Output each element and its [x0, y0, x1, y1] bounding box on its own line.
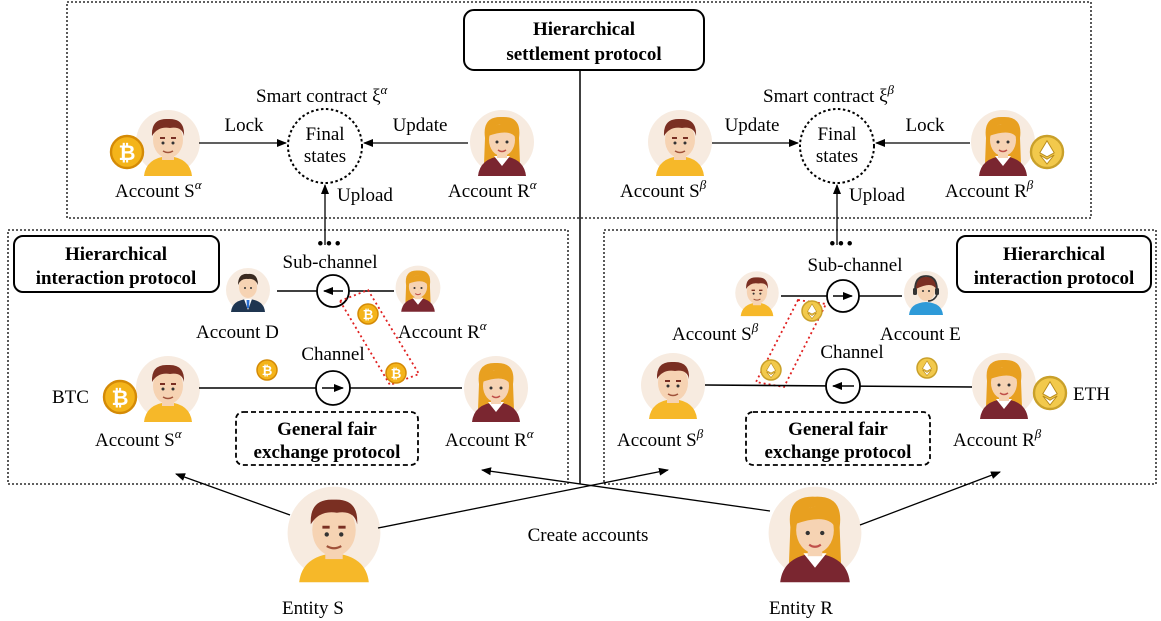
right-channel-label: Channel: [820, 342, 883, 363]
final-states-alpha-line1: Final: [305, 124, 344, 145]
account-r-beta-avatar: [971, 352, 1037, 420]
account-s-alpha-avatar: [135, 355, 201, 423]
entity-s-label: Entity S: [282, 598, 344, 619]
account-s-beta-sub-label: Account Sβ: [672, 320, 759, 345]
lock-label-alpha: Lock: [224, 115, 264, 136]
left-channel-label: Channel: [301, 344, 364, 365]
left-ellipsis: •••: [317, 234, 343, 255]
entity-s-avatar: [286, 485, 382, 584]
entity-r-avatar: [767, 485, 863, 584]
right-transfer-highlight: [754, 299, 828, 389]
left-transfer-highlight: [338, 288, 421, 387]
account-r-beta-top-avatar: [970, 109, 1036, 177]
account-s-alpha-label: Account Sα: [95, 426, 183, 451]
create-arrow-r-beta: [859, 471, 1001, 526]
right-interaction-protocol-box: [956, 235, 1152, 293]
account-s-beta-label: Account Sβ: [617, 426, 704, 451]
account-d-label: Account D: [196, 322, 279, 343]
account-s-alpha-top-avatar: [135, 109, 201, 177]
btc-icon: [256, 359, 278, 381]
account-r-alpha-avatar: [463, 355, 529, 423]
eth-icon: [1032, 375, 1068, 411]
right-subchannel-label: Sub-channel: [808, 255, 903, 276]
right-interaction-title-line1: Hierarchical: [1003, 244, 1105, 265]
create-arrow-r-alpha: [481, 467, 771, 512]
create-accounts-label: Create accounts: [528, 525, 649, 546]
btc-label: BTC: [52, 387, 89, 408]
account-e-avatar: [903, 270, 949, 316]
left-interaction-title-line2: interaction protocol: [36, 268, 197, 289]
final-states-alpha: [287, 108, 363, 184]
settlement-title-line1: Hierarchical: [533, 19, 635, 40]
left-interaction-title-line1: Hierarchical: [65, 244, 167, 265]
btc-icon: [109, 134, 145, 170]
upload-label-alpha: Upload: [337, 185, 393, 206]
smart-contract-beta-label: Smart contract ξβ: [763, 82, 895, 107]
eth-icon: [1029, 134, 1065, 170]
account-r-alpha-label: Account Rα: [445, 426, 535, 451]
eth-icon: [801, 300, 823, 322]
btc-icon: [385, 362, 407, 384]
account-r-alpha-top-avatar: [469, 109, 535, 177]
btc-icon: [357, 303, 379, 325]
account-e-label: Account E: [880, 324, 961, 345]
final-states-beta-line1: Final: [817, 124, 856, 145]
eth-icon: [916, 357, 938, 379]
final-states-beta: [799, 108, 875, 184]
left-fair-exchange-line2: exchange protocol: [254, 442, 401, 463]
left-interaction-protocol-box: [13, 235, 220, 293]
entity-r-label: Entity R: [769, 598, 833, 619]
account-s-beta-top-label: Account Sβ: [620, 177, 707, 202]
account-r-alpha-sub-label: Account Rα: [398, 318, 488, 343]
right-ellipsis: •••: [829, 234, 855, 255]
update-label-alpha: Update: [393, 115, 448, 136]
create-arrow-s-alpha: [175, 473, 291, 516]
settlement-protocol-box: [463, 9, 705, 71]
account-s-beta-top-avatar: [647, 109, 713, 177]
upload-label-beta: Upload: [849, 185, 905, 206]
left-interaction-region: [7, 229, 569, 485]
account-s-beta-sub-avatar: [734, 270, 780, 317]
right-fair-exchange-line2: exchange protocol: [765, 442, 912, 463]
account-s-alpha-top-label: Account Sα: [115, 177, 203, 202]
left-subchannel-label: Sub-channel: [283, 252, 378, 273]
smart-contract-alpha-label: Smart contract ξα: [256, 82, 389, 107]
btc-icon: [102, 379, 138, 415]
right-interaction-title-line2: interaction protocol: [974, 268, 1135, 289]
eth-icon: [760, 359, 782, 381]
lock-label-beta: Lock: [905, 115, 945, 136]
account-r-beta-label: Account Rβ: [953, 426, 1042, 451]
settlement-region-box: [66, 1, 1092, 219]
right-interaction-region: [603, 229, 1157, 485]
account-r-alpha-sub-avatar: [395, 265, 441, 313]
account-s-beta-avatar: [640, 352, 706, 420]
settlement-title-line2: settlement protocol: [506, 44, 661, 65]
create-arrow-s-beta: [377, 467, 669, 529]
account-d-avatar: [226, 268, 270, 312]
eth-label: ETH: [1073, 384, 1110, 405]
final-states-beta-line2: states: [816, 146, 858, 167]
final-states-alpha-line2: states: [304, 146, 346, 167]
left-fair-exchange-box: [235, 411, 419, 466]
right-fair-exchange-box: [745, 411, 931, 466]
account-r-beta-top-label: Account Rβ: [945, 177, 1034, 202]
account-r-alpha-top-label: Account Rα: [448, 177, 538, 202]
left-fair-exchange-line1: General fair: [277, 419, 377, 440]
update-label-beta: Update: [725, 115, 780, 136]
right-fair-exchange-line1: General fair: [788, 419, 888, 440]
